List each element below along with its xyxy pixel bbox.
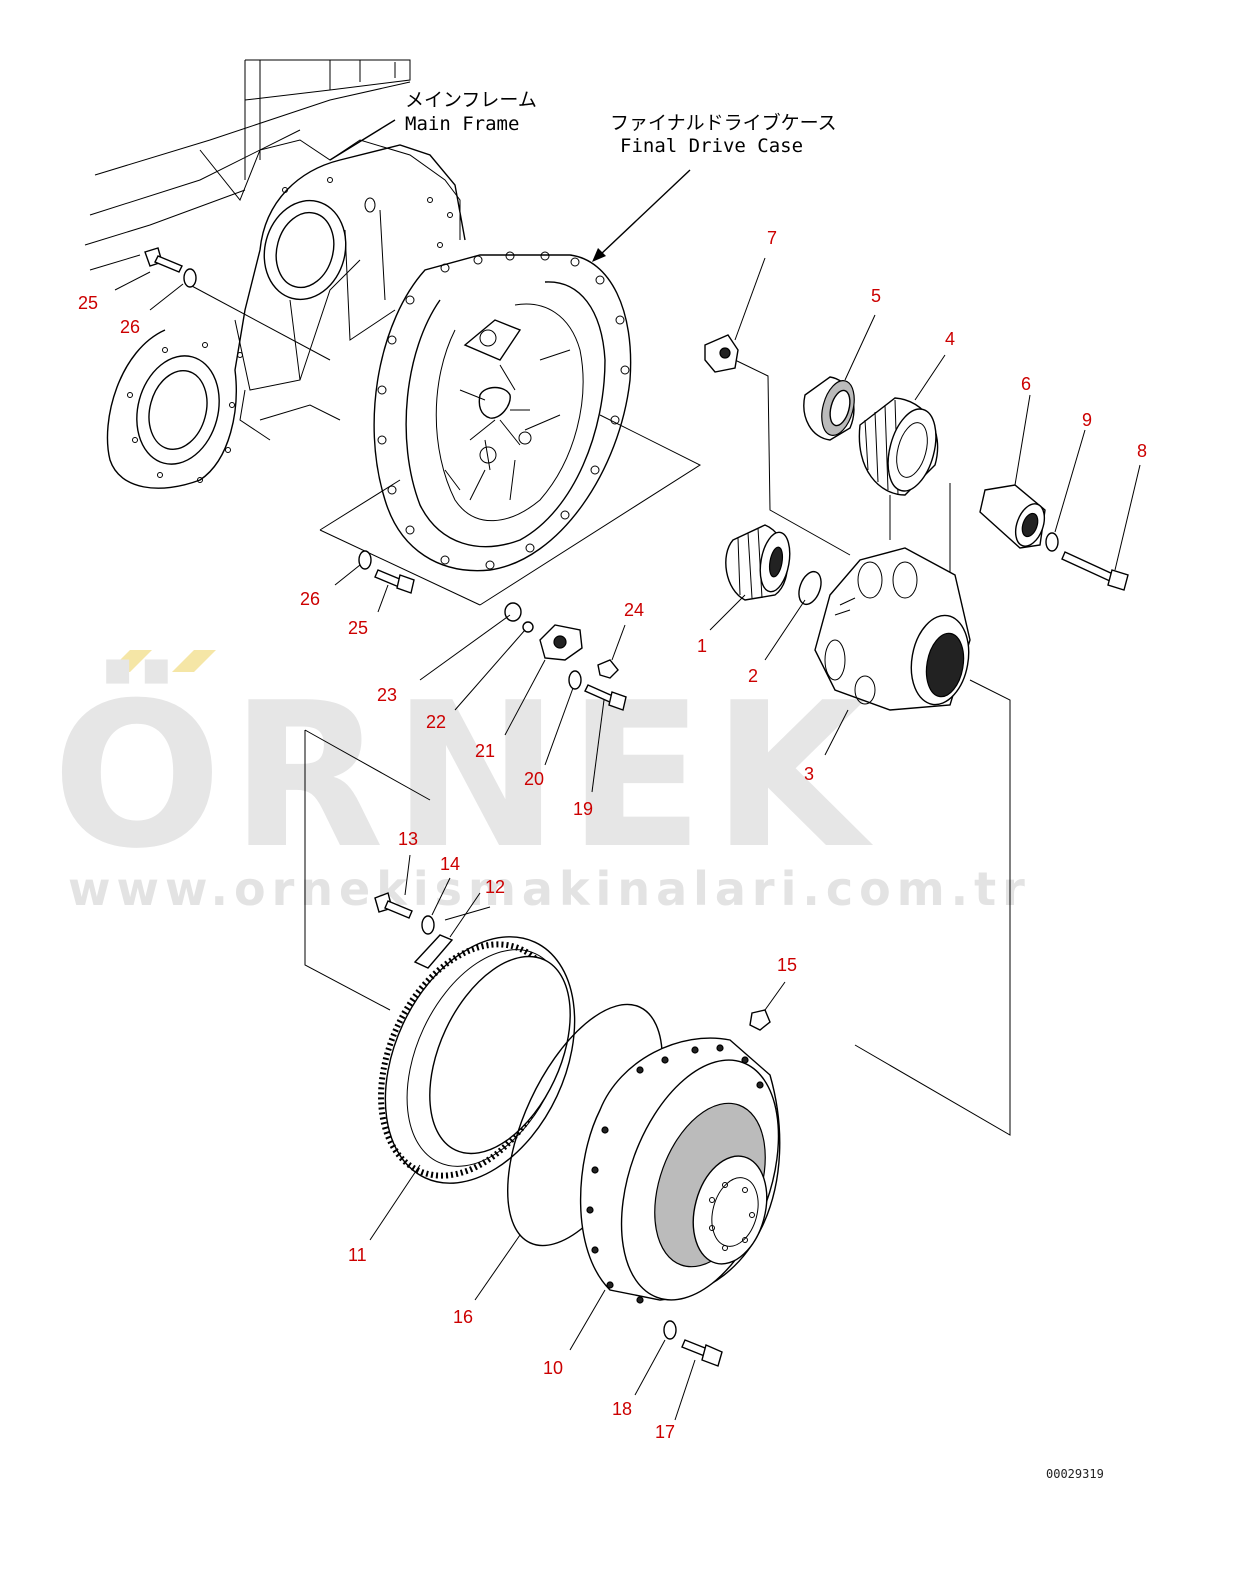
part-number-5: 5 [871, 286, 881, 306]
part-21-plate [539, 624, 583, 661]
part-12-lock-plate [413, 934, 454, 969]
part-14-washer [421, 915, 435, 935]
part-number-15: 15 [777, 955, 797, 975]
final-drive-case-drawing [373, 251, 632, 572]
part-number-8: 8 [1137, 441, 1147, 461]
part-number-4: 4 [945, 329, 955, 349]
part-10-hub [579, 1037, 781, 1304]
part-23-oring [504, 602, 522, 622]
main-frame-drawing [84, 59, 466, 489]
final-drive-caption: Final Drive Case [620, 135, 803, 157]
part-18-washer [663, 1320, 677, 1340]
part-number-12: 12 [485, 877, 505, 897]
part-13-bolt [374, 892, 413, 919]
part-number-17: 17 [655, 1422, 675, 1442]
part-number-9: 9 [1082, 410, 1092, 430]
small-parts-group [144, 247, 627, 711]
part-number-18: 18 [612, 1399, 632, 1419]
part-leaders [114, 257, 1141, 1421]
part-25-bolt [374, 569, 415, 594]
part-number-10: 10 [543, 1358, 563, 1378]
final-drive-caption-jp: ファイナルドライブケース [610, 111, 837, 134]
part-number-23: 23 [377, 685, 397, 705]
part-number-25: 25 [78, 293, 98, 313]
part-15-plug [749, 1009, 771, 1031]
part-6-shaft [979, 484, 1046, 549]
part-20-washer [568, 670, 582, 690]
part-number-2: 2 [748, 666, 758, 686]
part-4-gear [858, 397, 939, 496]
part-number-16: 16 [453, 1307, 473, 1327]
main-frame-caption: Main Frame [405, 113, 519, 135]
watermark-accent-mark [172, 650, 216, 672]
watermark-url: www.ornekismakinalari.com.tr [68, 862, 1031, 916]
part-26-washer [358, 550, 372, 570]
part-number-13: 13 [398, 829, 418, 849]
part-number-22: 22 [426, 712, 446, 732]
part-24-plug [597, 659, 619, 679]
part-number-21: 21 [475, 741, 495, 761]
part-8-bolt [1061, 551, 1129, 591]
part-number-26-lower: 26 [300, 589, 320, 609]
part-number-20: 20 [524, 769, 544, 789]
part-number-25-lower: 25 [348, 618, 368, 638]
part-19-bolt [584, 684, 627, 711]
part-3-carrier [814, 547, 971, 711]
part-number-24: 24 [624, 600, 644, 620]
part-25-bolt-top [144, 247, 183, 273]
small-parts-lower-group [374, 892, 454, 969]
part-22-ball [522, 621, 534, 633]
captions: メインフレーム Main Frame ファイナルドライブケース Final Dr… [405, 89, 837, 157]
watermark-accent-mark [108, 650, 152, 672]
part-17-bolt [681, 1339, 723, 1367]
part-2-ring [798, 570, 822, 606]
main-frame-caption-jp: メインフレーム [405, 89, 537, 111]
part-26-washer-top [183, 268, 197, 288]
watermark: ÖRNEK www.ornekismakinalari.com.tr [52, 650, 1031, 916]
part-11-ring-gear [378, 936, 576, 1184]
part-number-14: 14 [440, 854, 460, 874]
caption-leaders [189, 119, 1011, 1136]
part-number-3: 3 [804, 764, 814, 784]
drawing-code: 00029319 [1046, 1467, 1104, 1481]
part-number-19: 19 [573, 799, 593, 819]
part-number-26: 26 [120, 317, 140, 337]
part-9-washer [1045, 532, 1059, 552]
part-5-bearing [803, 376, 855, 441]
watermark-brand: ÖRNEK [52, 659, 875, 893]
part-number-11: 11 [348, 1245, 367, 1265]
part-number-labels: 1 2 3 4 5 6 7 8 9 10 11 12 13 14 15 16 1… [78, 228, 1147, 1442]
part-number-6: 6 [1021, 374, 1031, 394]
part-1-bearing [725, 524, 791, 601]
part-7-nut [704, 334, 739, 373]
part-number-7: 7 [767, 228, 777, 248]
part-number-1: 1 [697, 636, 707, 656]
